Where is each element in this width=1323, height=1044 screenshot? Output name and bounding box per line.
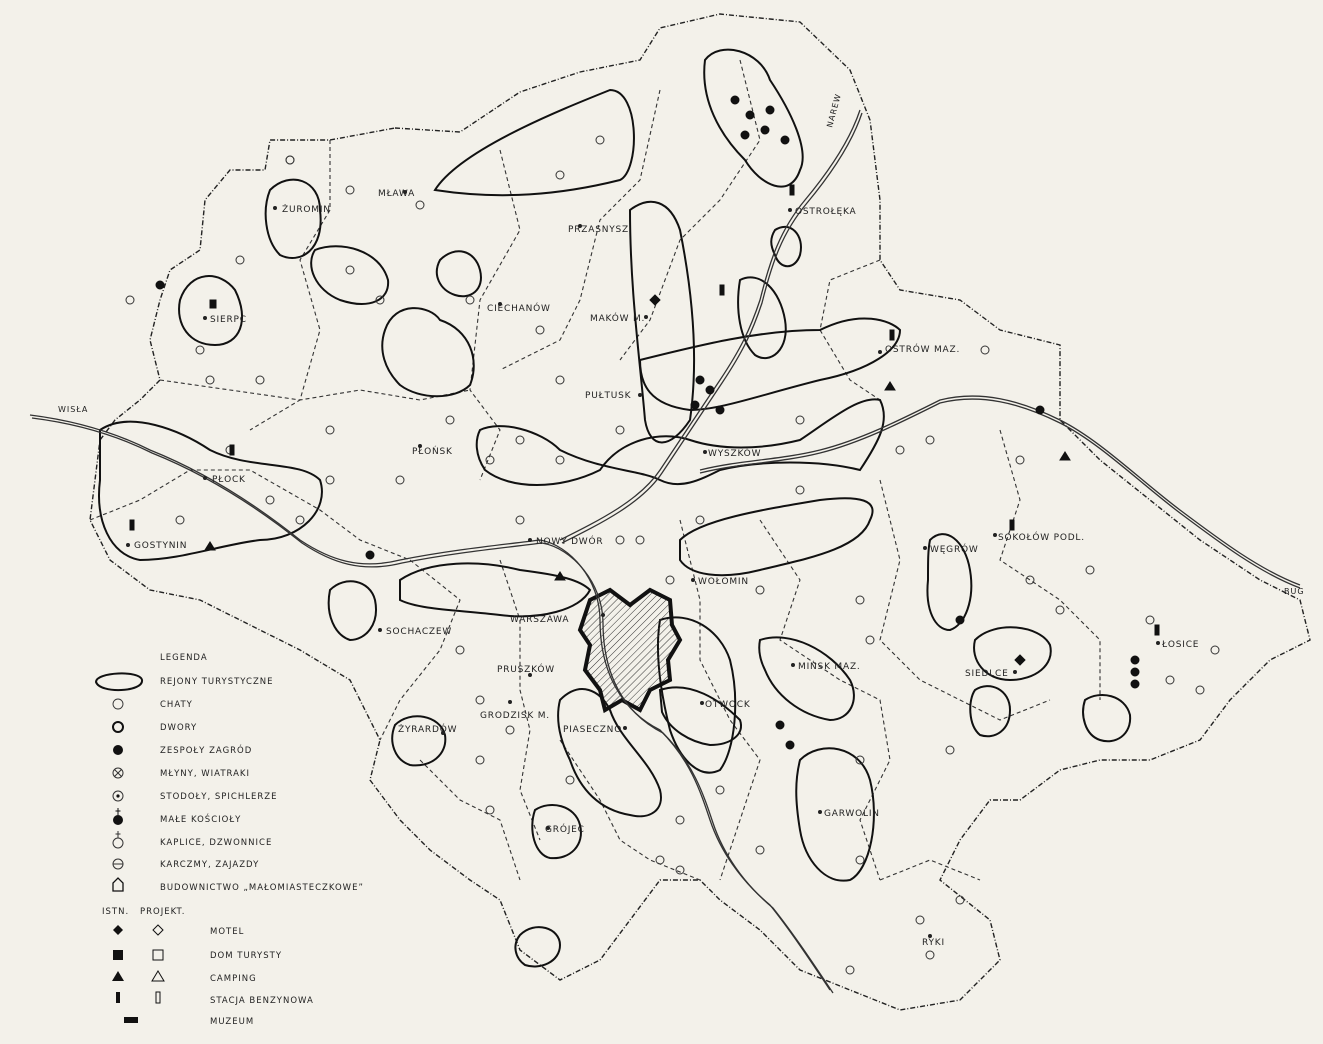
city-label: GRODZISK M. [480,711,550,721]
city-label: PRUSZKÓW [497,663,555,675]
legend-circle-cross-symbol [112,831,124,849]
legend-existing-header: ISTN. [102,907,129,917]
river-bug [699,395,1301,586]
tourist-regions [98,48,1132,968]
legend-label: BUDOWNICTWO „MAŁOMIASTECZKOWE” [160,883,364,893]
legend-camping-projected-symbol [151,970,165,982]
city-label: PŁOCK [212,475,246,485]
warszawa-area [577,587,683,714]
legend-camping-existing-symbol [112,971,124,981]
city-label: GOSTYNIN [134,541,187,551]
legend-label: STACJA BENZYNOWA [210,996,314,1006]
legend-motel-existing-symbol [113,925,123,935]
legend-label: DWORY [160,723,197,733]
legend-label: REJONY TURYSTYCZNE [160,677,274,687]
legend-label: DOM TURYSTY [210,951,282,961]
city-label: CIECHANÓW [487,302,551,314]
city-label: ŻYRARDÓW [398,723,457,735]
legend: LEGENDA REJONY TUR [94,653,364,1027]
city-label: NOWY DWÓR [536,535,603,547]
legend-label: MOTEL [210,927,244,937]
city-label: SIERPC [210,315,247,325]
river-label: WISŁA [58,405,88,414]
city-label: PRZASNYSZ [568,225,629,235]
city-label: PIASECZNO [563,725,622,735]
legend-circle-filled-symbol [113,745,123,755]
city-label: PŁOŃSK [412,445,453,457]
legend-projected-header: PROJEKT. [140,907,185,917]
city-label: GRÓJEC [545,823,585,835]
city-label: ŻUROMIN [282,204,331,215]
district-borders [89,59,1101,881]
city-label: PUŁTUSK [585,391,632,401]
city-label: ŁOSICE [1161,640,1199,650]
legend-label: CHATY [160,700,193,710]
legend-label: CAMPING [210,974,257,984]
legend-label: MAŁE KOŚCIOŁY [160,813,241,825]
legend-stacja-projected-symbol [155,991,161,1004]
river-wisla [29,414,831,991]
legend-label: MŁYNY, WIATRAKI [160,769,250,779]
river-label: NAREW [825,92,843,128]
city-label: MŁAWA [378,189,415,199]
legend-circle-thin-symbol [112,698,124,710]
city-label: WARSZAWA [510,615,569,625]
river-label: BUG [1284,587,1305,596]
city-label: SOKOŁÓW PODL. [998,531,1085,543]
legend-motel-projected-symbol [152,924,164,936]
city-label: OTWOCK [705,700,751,710]
legend-muzeum-existing-symbol [124,1017,138,1023]
legend-dom-turysty-existing-symbol [113,950,123,960]
city-label: OSTROŁĘKA [795,207,857,217]
heritage-symbols [125,95,1220,975]
legend-label: KARCZMY, ZAJAZDY [160,860,259,870]
city-label: WYSZKÓW [708,447,761,459]
legend-house-symbol [112,877,124,892]
city-label: RYKI [922,938,945,948]
river-narew [559,109,861,541]
city-label: MAKÓW M. [590,312,645,324]
city-label: SOCHACZEW [386,627,452,637]
legend-circle-x-symbol [112,767,124,779]
city-label: GARWOLIN [824,809,880,819]
city-labels: WARSZAWA CIECHANÓW OSTROŁĘKA PŁOCK SIEDL… [126,189,1199,948]
city-label: WĘGRÓW [930,543,979,555]
city-label: MIŃSK MAZ. [798,660,861,672]
city-label: OSTRÓW MAZ. [885,343,960,355]
city-label: WOŁOMIN [698,577,749,587]
legend-circle-thick-symbol [112,721,124,733]
river-labels: WISŁA NAREW BUG [58,92,1305,596]
legend-stacja-existing-symbol [116,992,120,1003]
legend-label: KAPLICE, DZWONNICE [160,838,272,848]
legend-title: LEGENDA [160,653,208,663]
legend-label: MUZEUM [210,1017,254,1027]
legend-region-symbol [94,672,143,692]
city-label: SIEDLCE [965,669,1009,679]
legend-circle-filled-cross-symbol [113,808,123,825]
legend-dom-turysty-projected-symbol [152,949,164,961]
province-border [89,13,1311,1011]
rivers [29,109,1301,994]
legend-circle-dot-symbol [112,790,124,802]
legend-label: ZESPOŁY ZAGRÓD [160,744,252,756]
legend-circle-bar-symbol [112,858,124,870]
legend-label: STODOŁY, SPICHLERZE [160,792,277,802]
